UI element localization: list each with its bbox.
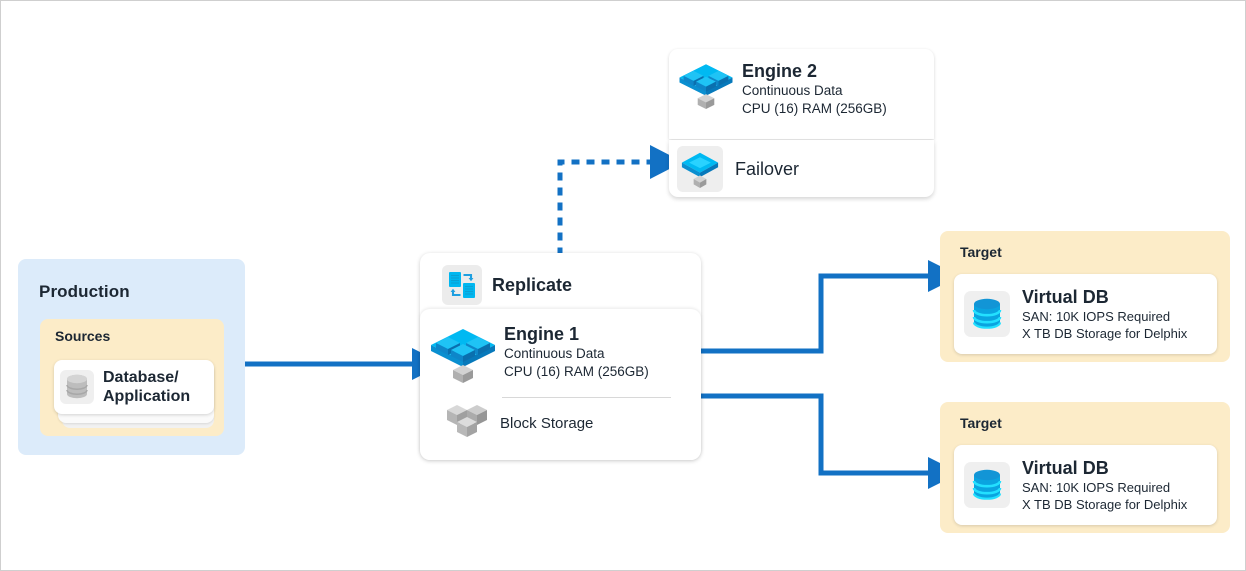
virtual-db-1-line1: SAN: 10K IOPS Required	[1022, 309, 1171, 324]
connector-replicate-to-failover	[557, 144, 683, 256]
database-application-label: Database/ Application	[103, 368, 190, 406]
engine2-title: Engine 2	[742, 61, 818, 81]
virtual-db-2-line2: X TB DB Storage for Delphix	[1022, 497, 1188, 512]
engine1-specs: CPU (16) RAM (256GB)	[504, 364, 649, 379]
database-label-line1: Database/	[103, 369, 179, 386]
virtual-db-1-title: Virtual DB	[1022, 287, 1109, 307]
virtual-db-1-text: Virtual DB SAN: 10K IOPS Required X TB D…	[1022, 286, 1187, 342]
production-title: Production	[39, 282, 130, 301]
engine2-specs: CPU (16) RAM (256GB)	[742, 101, 887, 116]
block-storage-label: Block Storage	[500, 415, 594, 432]
engine1-divider	[502, 397, 671, 398]
virtual-db-1-line2: X TB DB Storage for Delphix	[1022, 326, 1188, 341]
engine2-card[interactable]	[669, 49, 934, 139]
connector-engine1-to-target2	[701, 393, 960, 489]
replicate-label: Replicate	[492, 274, 573, 295]
engine2-text: Engine 2 Continuous Data CPU (16) RAM (2…	[742, 61, 887, 118]
engine1-subtitle: Continuous Data	[504, 346, 605, 361]
virtual-db-card-2[interactable]: Virtual DB SAN: 10K IOPS Required X TB D…	[954, 445, 1217, 525]
block-storage-row: Block Storage	[446, 401, 696, 446]
engine2-row: Engine 2 Continuous Data CPU (16) RAM (2…	[677, 59, 927, 118]
database-cylinder-icon	[60, 370, 94, 404]
engine-idle-diamond-icon	[677, 146, 723, 192]
database-application-card[interactable]: Database/ Application	[54, 360, 214, 414]
engine-isometric-icon	[428, 323, 498, 390]
virtual-db-cylinder-icon	[964, 462, 1010, 508]
failover-row: Failover	[677, 146, 927, 192]
failover-label: Failover	[735, 158, 800, 179]
virtual-db-2-text: Virtual DB SAN: 10K IOPS Required X TB D…	[1022, 457, 1187, 513]
engine1-title: Engine 1	[504, 324, 580, 344]
block-storage-cubes-icon	[446, 401, 488, 446]
virtual-db-cylinder-icon	[964, 291, 1010, 337]
replicate-row[interactable]: Replicate	[442, 263, 682, 307]
replicate-documents-icon	[442, 265, 482, 305]
engine-isometric-icon	[677, 59, 735, 116]
engine1-row: Engine 1 Continuous Data CPU (16) RAM (2…	[428, 323, 698, 390]
engine1-text: Engine 1 Continuous Data CPU (16) RAM (2…	[504, 324, 649, 381]
database-label-line2: Application	[103, 388, 191, 405]
target-1-title: Target	[960, 244, 1002, 260]
connector-engine1-to-target1	[701, 259, 960, 354]
virtual-db-2-line1: SAN: 10K IOPS Required	[1022, 480, 1171, 495]
virtual-db-2-title: Virtual DB	[1022, 458, 1109, 478]
sources-title: Sources	[55, 328, 111, 344]
engine2-subtitle: Continuous Data	[742, 83, 843, 98]
virtual-db-card-1[interactable]: Virtual DB SAN: 10K IOPS Required X TB D…	[954, 274, 1217, 354]
target-2-title: Target	[960, 415, 1002, 431]
